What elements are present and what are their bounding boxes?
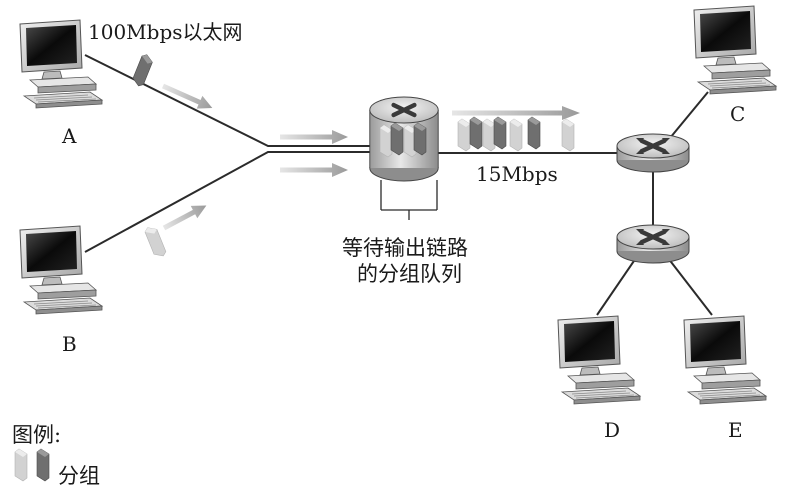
link-out-speed-label: 15Mbps — [476, 162, 558, 186]
queue-label-line1: 等待输出链路 — [342, 236, 468, 260]
queue-label-line2: 的分组队列 — [357, 262, 462, 286]
packet-from-b — [143, 224, 168, 260]
packet-from-a — [130, 52, 155, 88]
outgoing-arrow — [452, 106, 580, 120]
host-b-label: B — [62, 332, 77, 356]
host-c-computer-icon — [693, 5, 777, 95]
incoming-arrow-top — [280, 130, 348, 144]
arrow-from-b — [162, 205, 207, 231]
host-e-computer-icon — [683, 315, 767, 405]
outgoing-packets — [457, 116, 575, 152]
legend-packet-label: 分组 — [58, 464, 100, 488]
link-a-speed-label: 100Mbps以太网 — [88, 20, 243, 44]
router-queue-packets — [379, 122, 427, 158]
router-lower-icon — [617, 225, 689, 263]
link-lines — [84, 54, 713, 316]
host-e-label: E — [728, 418, 743, 442]
host-b-computer-icon — [19, 225, 103, 315]
host-a-label: A — [62, 124, 77, 148]
host-d-label: D — [604, 418, 621, 442]
legend-title: 图例: — [12, 423, 62, 447]
legend-packet-icons — [14, 448, 50, 482]
incoming-arrow-bottom — [280, 163, 348, 177]
arrow-from-a — [161, 83, 213, 109]
host-d-computer-icon — [557, 315, 641, 405]
router-central-icon — [369, 96, 439, 182]
host-c-label: C — [730, 102, 746, 126]
router-right-icon — [617, 134, 689, 172]
queue-bracket — [380, 180, 438, 220]
